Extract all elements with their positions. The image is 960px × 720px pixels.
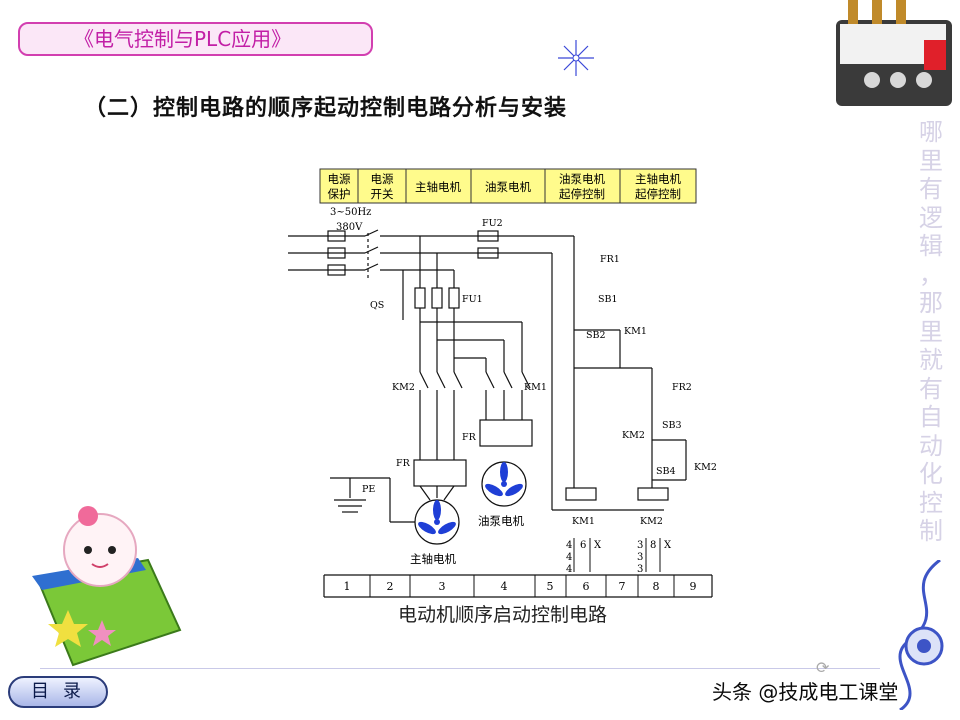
svg-text:PE: PE <box>362 484 375 495</box>
svg-text:2: 2 <box>387 580 394 593</box>
side-slogan: 哪里有 逻辑， 那里就 有自动 化控制 <box>919 118 943 545</box>
svg-text:KM1: KM1 <box>524 382 547 393</box>
contact-xref: 4 4 4 6 X 3 3 3 8 X <box>566 538 672 575</box>
svg-text:FR2: FR2 <box>672 382 692 393</box>
svg-text:3: 3 <box>439 580 446 593</box>
main-motor: 主轴电机 <box>410 499 460 566</box>
svg-text:4: 4 <box>566 540 572 551</box>
zone-strip: 1 2 3 4 5 6 7 8 9 <box>344 575 697 597</box>
svg-text:3~50Hz: 3~50Hz <box>330 207 371 218</box>
svg-text:油泵电机: 油泵电机 <box>485 180 531 194</box>
svg-text:X: X <box>664 540 672 551</box>
svg-text:保护: 保护 <box>328 187 351 201</box>
svg-text:KM2: KM2 <box>694 462 717 473</box>
thermal-relay-image <box>836 0 952 106</box>
floral-ornament <box>898 560 944 710</box>
svg-text:KM1: KM1 <box>572 516 595 527</box>
svg-text:X: X <box>594 540 602 551</box>
svg-text:开关: 开关 <box>371 187 394 201</box>
sparkle-icon <box>558 40 594 76</box>
svg-text:SB4: SB4 <box>656 466 676 477</box>
svg-text:1: 1 <box>344 580 351 593</box>
svg-text:KM2: KM2 <box>622 430 645 441</box>
svg-text:主轴电机: 主轴电机 <box>635 172 681 186</box>
svg-text:3: 3 <box>637 552 643 563</box>
svg-text:主轴电机: 主轴电机 <box>415 180 461 194</box>
svg-text:KM2: KM2 <box>640 516 663 527</box>
sequential-start-circuit-diagram: 电源 保护 电源 开关 主轴电机 油泵电机 油泵电机 起停控制 主轴电机 起停控… <box>288 168 717 598</box>
svg-text:油泵电机: 油泵电机 <box>559 172 605 186</box>
svg-text:7: 7 <box>619 580 626 593</box>
watermark-text: 头条 @技成电工课堂 <box>712 680 899 704</box>
svg-text:8: 8 <box>653 580 660 593</box>
function-header-row: 电源 保护 电源 开关 主轴电机 油泵电机 油泵电机 起停控制 主轴电机 起停控… <box>319 168 697 204</box>
svg-text:QS: QS <box>370 300 384 311</box>
svg-text:4: 4 <box>566 552 572 563</box>
svg-text:电源: 电源 <box>328 172 351 186</box>
svg-text:FU2: FU2 <box>482 218 503 229</box>
svg-text:FR1: FR1 <box>600 254 620 265</box>
cartoon-book-mascot <box>32 506 182 667</box>
svg-text:3: 3 <box>637 564 643 575</box>
svg-text:6: 6 <box>583 580 590 593</box>
svg-text:3: 3 <box>637 540 643 551</box>
svg-text:380V: 380V <box>336 222 363 233</box>
svg-text:4: 4 <box>566 564 572 575</box>
diagram-caption: 电动机顺序启动控制电路 <box>398 604 608 626</box>
svg-text:KM1: KM1 <box>624 326 647 337</box>
pump-motor: 油泵电机 <box>478 461 527 528</box>
svg-text:KM2: KM2 <box>392 382 415 393</box>
svg-text:8: 8 <box>650 540 656 551</box>
svg-text:4: 4 <box>501 580 508 593</box>
table-of-contents-button[interactable]: 目录 <box>8 676 108 708</box>
svg-text:油泵电机: 油泵电机 <box>478 514 524 528</box>
svg-text:9: 9 <box>690 580 697 593</box>
svg-text:FU1: FU1 <box>462 294 483 305</box>
svg-text:起停控制: 起停控制 <box>635 187 681 201</box>
svg-text:SB3: SB3 <box>662 420 682 431</box>
svg-text:起停控制: 起停控制 <box>559 187 605 201</box>
section-title: （二）控制电路的顺序起动控制电路分析与安装 <box>84 95 568 121</box>
watermark-logo-icon: ⟳ <box>816 658 830 677</box>
svg-text:FR: FR <box>462 432 477 443</box>
svg-text:主轴电机: 主轴电机 <box>410 552 456 566</box>
course-title-banner: 《电气控制与PLC应用》 <box>18 22 373 56</box>
svg-text:FR: FR <box>396 458 411 469</box>
svg-text:SB2: SB2 <box>586 330 606 341</box>
footer-divider <box>40 668 880 669</box>
svg-text:SB1: SB1 <box>598 294 618 305</box>
svg-text:6: 6 <box>580 540 586 551</box>
svg-text:5: 5 <box>547 580 554 593</box>
svg-text:电源: 电源 <box>371 172 394 186</box>
